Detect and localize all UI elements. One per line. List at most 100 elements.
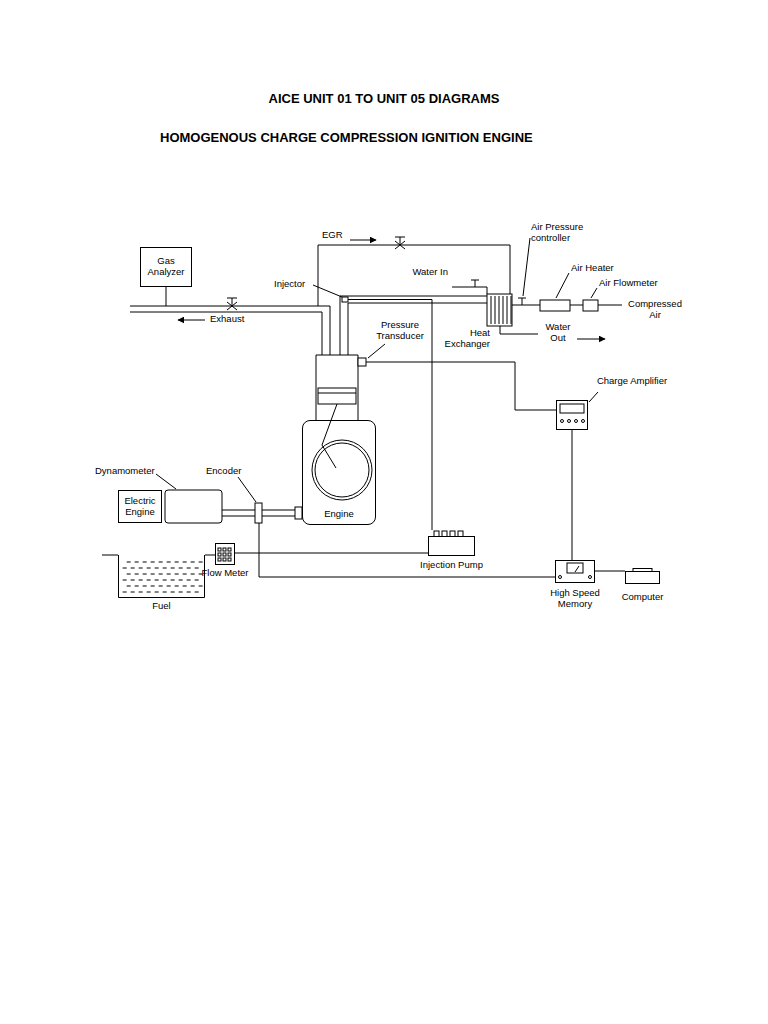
heat-exchanger-fins (491, 296, 511, 324)
crankshaft (315, 443, 369, 497)
air-line (583, 300, 598, 311)
signal-line (205, 555, 215, 556)
heat-exchanger-fins (511, 296, 512, 324)
leader-lines (556, 273, 569, 298)
air-line (512, 305, 540, 306)
injector-leader (313, 285, 342, 297)
pressure-transducer (358, 358, 366, 366)
computer-shape (625, 568, 660, 584)
leader-lines (523, 238, 530, 296)
heat-exchanger-fins (495, 296, 496, 324)
intake-pipe (340, 296, 341, 355)
intake-pipe (348, 303, 349, 355)
egr-label: EGR (322, 230, 352, 241)
part-label: Water In (404, 267, 448, 278)
signal-line (235, 553, 428, 554)
exhaust-valve (227, 298, 237, 310)
node-label: Computer (613, 592, 672, 603)
exhaust-pipe (330, 306, 331, 355)
injection-pump-shape (428, 530, 475, 556)
leader-lines (238, 477, 256, 502)
cylinder (318, 393, 356, 394)
flow-label: Water Out (540, 322, 576, 344)
flow-meter-shape (215, 543, 235, 565)
node-label: Injection Pump (404, 560, 499, 571)
hsm-icon (556, 561, 595, 583)
encoder (255, 503, 555, 577)
cylinder (318, 388, 356, 404)
pump-icon (429, 531, 475, 556)
computer: Computer (625, 568, 660, 584)
exhaust-pipe (322, 312, 323, 355)
part-label: Encoder (206, 466, 256, 477)
leader-lines (368, 344, 385, 358)
intake-pipe (340, 296, 487, 297)
charge-amplifier: Charge Amplifier (556, 400, 588, 430)
water-in-line (452, 280, 487, 294)
exhaust-pipe (130, 306, 330, 307)
cylinder (316, 355, 358, 356)
part-label: Air Pressure controller (531, 222, 595, 244)
air-line (522, 298, 523, 305)
signal-line (572, 430, 573, 560)
leader-lines (156, 238, 598, 502)
page-title: AICE UNIT 01 TO UNIT 05 DIAGRAMS (0, 92, 768, 107)
shaft (295, 507, 302, 519)
tank-icon (119, 555, 205, 598)
part-label: Air Heater (571, 263, 631, 274)
pressure-transducer (366, 362, 556, 410)
egr-arrow (350, 240, 376, 241)
exhaust-valve (232, 298, 233, 306)
heat-exchanger (487, 294, 512, 326)
node-label: Charge Amplifier (596, 376, 668, 387)
flow-meter: Flow Meter (215, 543, 235, 565)
heat-exchanger-fins (503, 296, 504, 324)
intake-pipe (348, 303, 487, 304)
injector-leader (313, 285, 342, 297)
air-line (512, 298, 622, 311)
flow-label: Compressed Air (625, 299, 685, 321)
cylinder (316, 355, 358, 420)
exhaust-arrow (178, 320, 205, 321)
node-label: Electric Engine (121, 496, 159, 518)
node-label: Gas Analyzer (143, 256, 189, 278)
fuel-line-stub (102, 555, 118, 556)
heat-exchanger-fins (491, 296, 492, 324)
exhaust-pipe (130, 312, 322, 313)
fuel-tank: Fuel (118, 555, 205, 598)
part-label: Air Flowmeter (599, 278, 669, 289)
injector-line (342, 297, 432, 530)
exhaust-pipe (130, 306, 330, 355)
node-label: Fuel (118, 601, 205, 612)
air-line (518, 298, 526, 299)
charge-amplifier-shape (556, 400, 588, 430)
connecting-rod (322, 404, 337, 468)
encoder (255, 503, 262, 523)
egr-arrow (350, 240, 376, 241)
flow-label: Exhaust (210, 314, 260, 325)
sub-title: HOMOGENOUS CHARGE COMPRESSION IGNITION E… (160, 131, 660, 146)
heat-exchanger-fins (507, 296, 508, 324)
part-label: Heat Exchanger (436, 328, 490, 350)
part-label: Pressure Transducer (372, 320, 428, 342)
pressure-transducer (358, 358, 556, 410)
leader-lines (156, 474, 176, 489)
memory-recorder: High Speed Memory (555, 560, 595, 583)
injector-line (342, 297, 348, 302)
air-line (598, 305, 622, 306)
injection-pump: Injection Pump (428, 530, 475, 556)
heat-exchanger-fins (499, 296, 500, 324)
fuel-tank-shape (118, 555, 205, 598)
meter-icon (216, 544, 235, 565)
engine-block: Engine (302, 420, 376, 525)
analyzer-box: Gas Analyzer (140, 247, 192, 287)
node-label: Flow Meter (201, 568, 249, 579)
connecting-rod (322, 404, 337, 468)
node-label: Engine (324, 509, 354, 520)
gas-analyzer-pipe (166, 287, 167, 306)
water-in-line (471, 280, 479, 281)
egr-valve (400, 237, 401, 245)
